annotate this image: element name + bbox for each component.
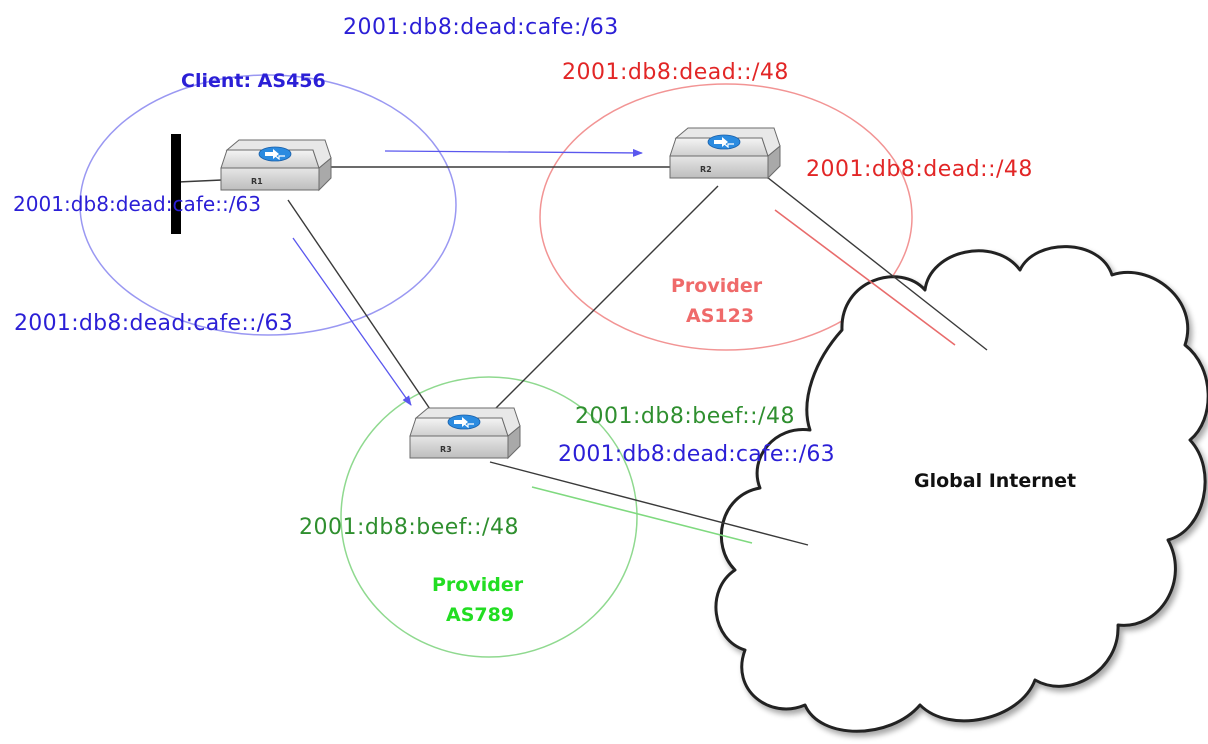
- client-as-circle: [79, 74, 457, 336]
- provider-red-own-prefix: 2001:db8:dead::/48: [562, 60, 789, 85]
- provider-red-title-line1: Provider: [671, 275, 763, 297]
- provider-green-internet-prefix-1: 2001:db8:beef::/48: [575, 404, 795, 429]
- link-r3-internet: [489, 461, 809, 546]
- arrow-r1-to-r3: [292, 237, 412, 406]
- router-r1-label: R1: [251, 177, 263, 186]
- router-r3-label: R3: [440, 445, 452, 454]
- provider-green-title-line2: AS789: [446, 604, 514, 626]
- provider-green-internet-prefix-2: 2001:db8:dead:cafe::/63: [558, 442, 835, 467]
- provider-green-own-prefix: 2001:db8:beef::/48: [299, 515, 519, 540]
- link-r1-r3: [287, 199, 433, 413]
- router-arrows-icon: [707, 134, 741, 150]
- provider-green-as-circle: [340, 376, 638, 658]
- prefix-announced-to-r2: 2001:db8:dead:cafe:/63: [343, 15, 619, 40]
- link-r2-internet: [757, 169, 988, 351]
- link-r2-r3: [489, 185, 719, 415]
- internet-cloud: [714, 245, 1208, 733]
- link-client-lan: [177, 179, 223, 183]
- router-r2[interactable]: R2: [669, 127, 781, 180]
- router-arrows-icon: [447, 414, 481, 430]
- router-r2-label: R2: [700, 165, 712, 174]
- provider-red-as-circle: [539, 83, 913, 351]
- arrow-r2-to-internet: [774, 209, 956, 346]
- client-as-title: Client: AS456: [181, 70, 326, 92]
- provider-red-title-line2: AS123: [686, 305, 754, 327]
- client-lan-segment: [171, 134, 181, 234]
- client-local-prefix: 2001:db8:dead:cafe::/63: [13, 192, 261, 216]
- router-r1[interactable]: R1: [220, 139, 332, 192]
- provider-red-internet-prefix: 2001:db8:dead::/48: [806, 157, 1033, 182]
- arrow-r3-to-internet: [531, 486, 753, 544]
- client-prefix-to-r3: 2001:db8:dead:cafe::/63: [14, 311, 293, 336]
- arrow-r1-to-r2: [384, 148, 643, 157]
- provider-green-title-line1: Provider: [432, 574, 524, 596]
- router-arrows-icon: [258, 146, 292, 162]
- internet-label: Global Internet: [914, 470, 1076, 492]
- router-r3[interactable]: R3: [409, 407, 521, 460]
- links: [177, 166, 988, 546]
